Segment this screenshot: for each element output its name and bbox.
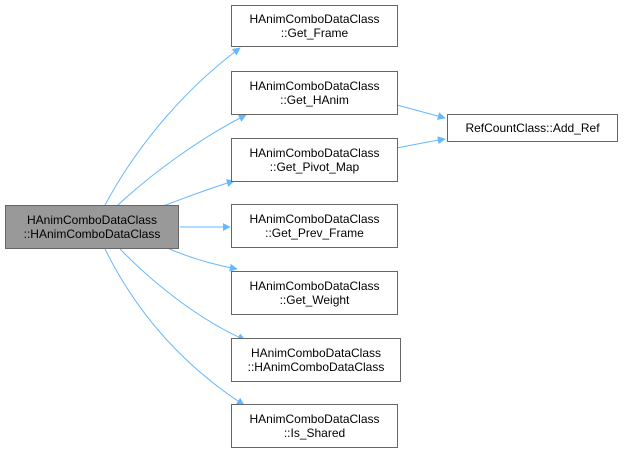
node-label-line1: HAnimComboDataClass [249, 79, 380, 93]
edge-root-get-hanim [117, 114, 247, 206]
edge-root-ctor [119, 248, 246, 341]
node-label-line2: ::HAnimComboDataClass [247, 360, 385, 374]
edge-root-get-frame [104, 47, 241, 206]
node-label-line2: ::Get_Pivot_Map [269, 160, 360, 174]
node-get-weight[interactable]: HAnimComboDataClass ::Get_Weight [231, 271, 398, 315]
node-hanimcombodataclass-ctor[interactable]: HAnimComboDataClass ::HAnimComboDataClas… [231, 338, 401, 382]
node-get-pivot-map[interactable]: HAnimComboDataClass ::Get_Pivot_Map [231, 138, 398, 182]
node-label-line1: HAnimComboDataClass [249, 212, 380, 226]
node-label-line1: HAnimComboDataClass [249, 412, 380, 426]
node-label-line1: RefCountClass::Add_Ref [465, 121, 600, 135]
node-label-line1: HAnimComboDataClass [26, 213, 158, 227]
node-get-prev-frame[interactable]: HAnimComboDataClass ::Get_Prev_Frame [231, 204, 398, 248]
node-label-line2: ::Get_Prev_Frame [265, 226, 364, 240]
node-is-shared[interactable]: HAnimComboDataClass ::Is_Shared [231, 404, 398, 448]
edge-get-pivot-add-ref [396, 136, 446, 149]
node-label-line1: HAnimComboDataClass [249, 12, 380, 26]
node-label-line1: HAnimComboDataClass [250, 346, 382, 360]
edge-root-is-shared [104, 248, 245, 406]
node-get-frame[interactable]: HAnimComboDataClass ::Get_Frame [231, 5, 398, 47]
edge-root-get-weight [164, 246, 238, 272]
node-label-line2: ::HAnimComboDataClass [23, 227, 161, 241]
node-hanimcombodataclass-ctor-root[interactable]: HAnimComboDataClass ::HAnimComboDataClas… [5, 205, 179, 249]
node-get-hanim[interactable]: HAnimComboDataClass ::Get_HAnim [231, 71, 398, 115]
node-refcountclass-add-ref[interactable]: RefCountClass::Add_Ref [447, 114, 618, 142]
node-label-line2: ::Get_Frame [280, 26, 349, 40]
node-label-line2: ::Is_Shared [283, 426, 346, 440]
node-label-line1: HAnimComboDataClass [249, 146, 380, 160]
node-label-line2: ::Get_HAnim [280, 93, 349, 107]
node-label-line1: HAnimComboDataClass [249, 279, 380, 293]
edge-get-hanim-add-ref [396, 104, 446, 120]
edge-root-get-pivot [159, 179, 235, 208]
node-label-line2: ::Get_Weight [279, 293, 350, 307]
